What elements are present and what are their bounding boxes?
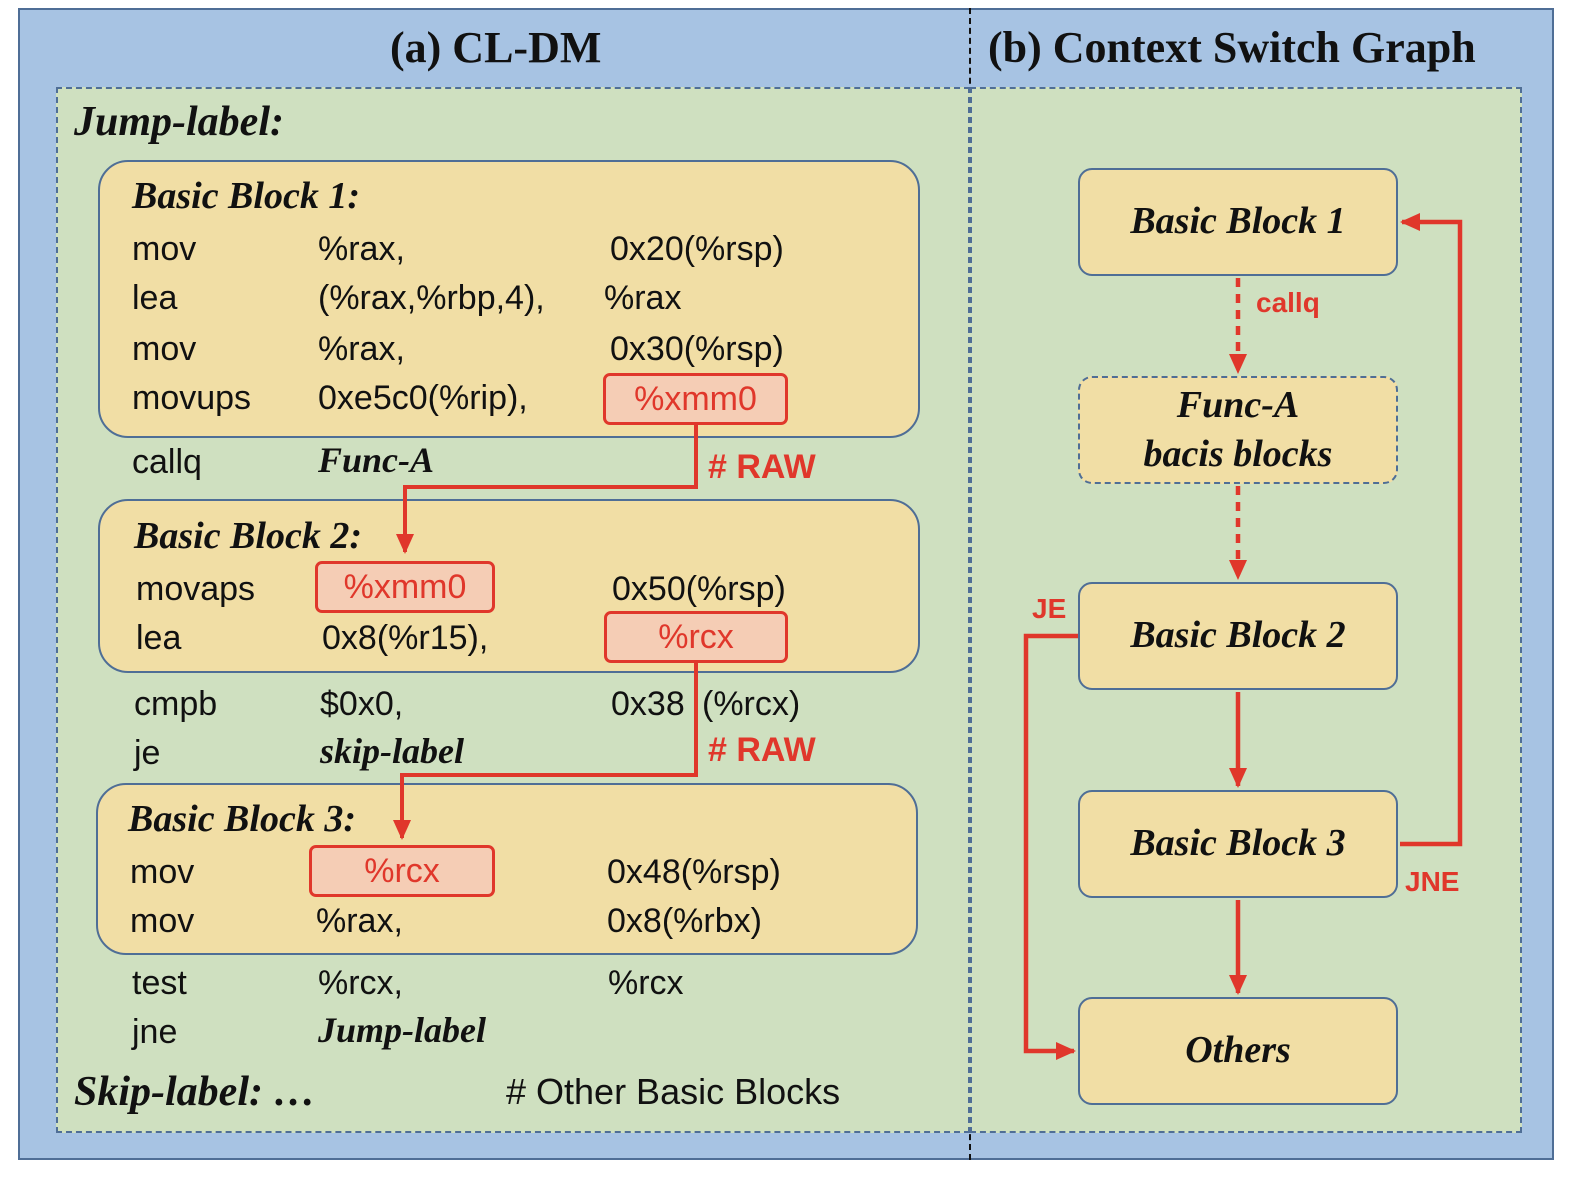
je-target: skip-label (320, 731, 464, 771)
bb3-row1-dst: 0x48(%rsp) (607, 853, 781, 891)
bb2-row2-op: lea (136, 619, 182, 657)
bb1-row2-src: (%rax,%rbp,4), (318, 279, 545, 317)
edge-label-je: JE (1032, 593, 1067, 624)
bb1-row2-dst: %rax (604, 279, 682, 317)
node-basic-block-2: Basic Block 2 (1078, 582, 1398, 690)
raw-label-2: # RAW (708, 731, 816, 769)
panel-b-title: (b) Context Switch Graph (988, 23, 1476, 72)
bb1-row3-op: mov (132, 330, 197, 368)
bb1-row3-src: %rax, (318, 330, 405, 368)
bb3-row2-src: %rax, (316, 902, 403, 940)
skip-label-heading: Skip-label: … (74, 1069, 316, 1115)
test-src: %rcx, (318, 964, 403, 1002)
basic-block-3 (96, 783, 918, 955)
jump-label-heading: Jump-label: (74, 99, 284, 145)
bb1-row4-op: movups (132, 379, 252, 417)
edge-bb3-jne-to-bb1 (1400, 213, 1463, 847)
callq-target: Func-A (318, 440, 435, 480)
test-op: test (132, 964, 187, 1002)
edge-label-jne: JNE (1405, 866, 1460, 897)
node-others-label: Others (1185, 1029, 1291, 1072)
node-others: Others (1078, 997, 1398, 1105)
callq-op: callq (132, 443, 202, 481)
bb3-rcx-highlight: %rcx (309, 845, 495, 897)
raw-arrow-2 (393, 663, 698, 840)
basic-block-1-title: Basic Block 1: (132, 175, 360, 217)
bb3-row2-op: mov (130, 902, 195, 940)
bb1-row2-op: lea (132, 279, 178, 317)
bb2-row1-dst: 0x50(%rsp) (612, 570, 786, 608)
raw-arrow-1 (396, 425, 698, 554)
node-basic-block-2-label: Basic Block 2 (1130, 614, 1346, 657)
node-func-a-line2: bacis blocks (1143, 433, 1333, 475)
bb1-xmm0-highlight: %xmm0 (603, 373, 788, 425)
bb3-row1-op: mov (130, 853, 195, 891)
bb2-xmm0-highlight: %xmm0 (315, 561, 495, 613)
bb1-row1-op: mov (132, 230, 197, 268)
bb2-row1-op: movaps (136, 570, 256, 608)
edge-label-callq: callq (1256, 287, 1320, 318)
raw-label-1: # RAW (708, 448, 816, 486)
bb1-row3-dst: 0x30(%rsp) (610, 330, 784, 368)
bb3-row2-dst: 0x8(%rbx) (607, 902, 762, 940)
jne-target: Jump-label (318, 1010, 486, 1050)
node-func-a: Func-A bacis blocks (1078, 376, 1398, 484)
cmpb-src: $0x0, (320, 685, 404, 723)
jne-op: jne (132, 1013, 178, 1051)
bb1-row4-src: 0xe5c0(%rip), (318, 379, 528, 417)
bb1-row1-src: %rax, (318, 230, 405, 268)
test-dst: %rcx (608, 964, 684, 1002)
basic-block-3-title: Basic Block 3: (128, 798, 356, 840)
edge-bb2-je-to-others (1023, 633, 1078, 1060)
node-basic-block-1: Basic Block 1 (1078, 168, 1398, 276)
basic-block-2-title: Basic Block 2: (134, 515, 362, 557)
node-basic-block-3-label: Basic Block 3 (1130, 822, 1346, 865)
node-basic-block-1-label: Basic Block 1 (1130, 200, 1346, 243)
bb2-row2-src: 0x8(%r15), (322, 619, 489, 657)
panel-a-title: (a) CL-DM (390, 23, 602, 72)
je-op: je (134, 734, 161, 772)
bb1-row1-dst: 0x20(%rsp) (610, 230, 784, 268)
bb2-rcx-highlight: %rcx (604, 611, 788, 663)
other-blocks-comment: # Other Basic Blocks (506, 1071, 841, 1112)
cmpb-reg: (%rcx) (702, 685, 801, 723)
cmpb-offset: 0x38 (611, 685, 685, 723)
node-func-a-line1: Func-A (1176, 383, 1300, 426)
node-basic-block-3: Basic Block 3 (1078, 790, 1398, 898)
cmpb-op: cmpb (134, 685, 218, 723)
